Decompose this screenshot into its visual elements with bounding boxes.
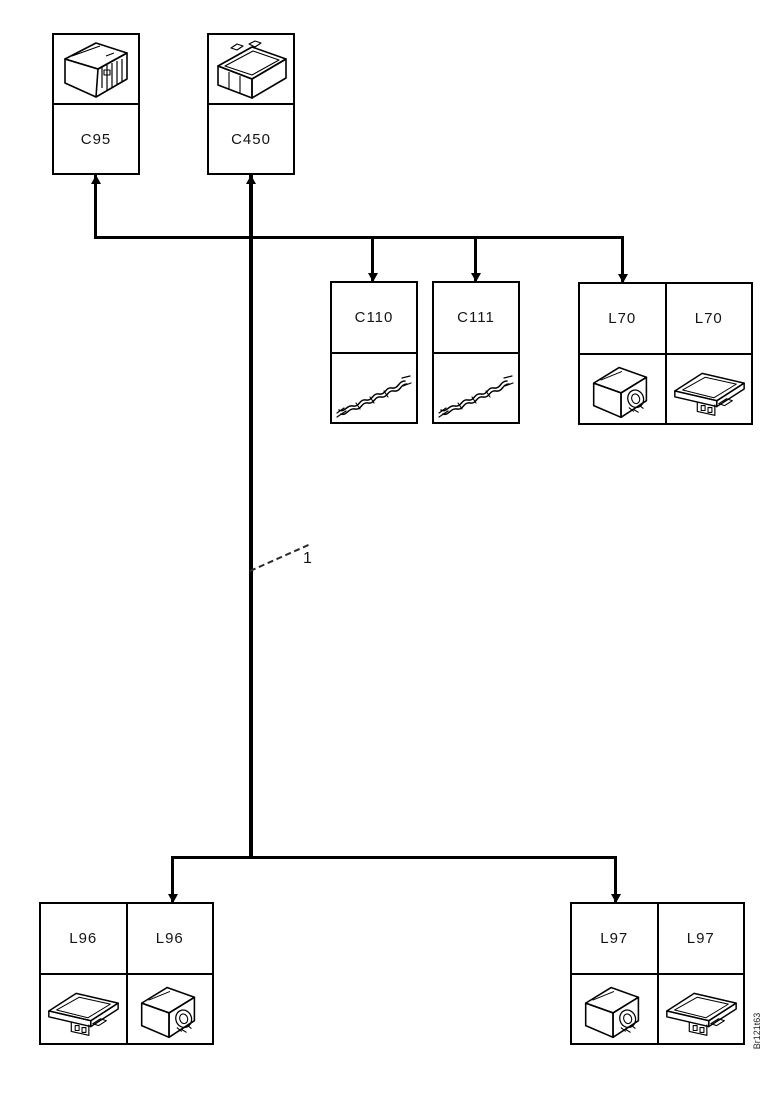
c110-image-cell: [332, 354, 416, 423]
wire-l70-drop: [621, 238, 624, 283]
l70-left-label-cell: L70: [580, 284, 665, 355]
l70-right-label-cell: L70: [666, 284, 751, 355]
lamp-bracket-icon: [41, 975, 126, 1044]
c450-image-cell: [209, 35, 293, 105]
lamp-unit-icon: [580, 355, 665, 424]
wire-bottom-bus: [171, 856, 617, 859]
arrow-into-c110-icon: [368, 273, 378, 282]
l70-left-column: L70: [580, 284, 665, 423]
l96-left-image-cell: [41, 975, 126, 1044]
callout-leader-line: [249, 544, 309, 572]
l96-right-column: L96: [125, 904, 213, 1044]
component-label-l70: L70: [608, 309, 637, 327]
wire-c111-drop: [474, 238, 477, 282]
l97-right-column: L97: [656, 904, 744, 1044]
l70-right-image-cell: [667, 355, 752, 424]
wire-c110-drop: [371, 238, 374, 282]
arrow-into-l97-icon: [611, 894, 621, 903]
lamp-unit-icon: [572, 975, 657, 1044]
component-box-l70: L70 L70: [578, 282, 753, 425]
lamp-bracket-icon: [659, 975, 744, 1044]
connector-block-icon: [209, 35, 293, 103]
l97-right-label-cell: L97: [658, 904, 743, 975]
wire-splice-icon: [332, 354, 416, 423]
l96-right-image-cell: [128, 975, 213, 1044]
l97-left-column: L97: [572, 904, 657, 1043]
l97-right-image-cell: [659, 975, 744, 1044]
component-label-l70: L70: [694, 309, 723, 327]
c111-label-cell: C111: [434, 283, 518, 354]
l70-left-image-cell: [580, 355, 665, 424]
l96-left-column: L96: [41, 904, 126, 1043]
wire-top-bus: [94, 236, 624, 239]
component-box-c111: C111: [432, 281, 520, 424]
l96-right-label-cell: L96: [127, 904, 212, 975]
lamp-unit-icon: [128, 975, 213, 1044]
component-label-l97: L97: [686, 929, 715, 947]
wire-splice-icon: [434, 354, 518, 423]
component-label-c111: C111: [457, 308, 495, 326]
arrow-into-l70-icon: [618, 274, 628, 283]
component-label-l96: L96: [155, 929, 184, 947]
connector-block-icon: [54, 35, 138, 103]
arrow-into-c450-icon: [246, 175, 256, 184]
component-label-l96: L96: [69, 929, 98, 947]
callout-number: 1: [303, 550, 312, 567]
arrow-into-c111-icon: [471, 273, 481, 282]
component-label-c95: C95: [80, 130, 112, 148]
c110-label-cell: C110: [332, 283, 416, 354]
c95-image-cell: [54, 35, 138, 105]
l70-right-column: L70: [664, 284, 752, 424]
c450-label-cell: C450: [209, 105, 293, 173]
c111-image-cell: [434, 354, 518, 423]
wire-l97-drop: [614, 857, 617, 903]
component-box-l96: L96 L96: [39, 902, 214, 1045]
component-label-c450: C450: [231, 130, 271, 148]
wire-c95-drop: [94, 175, 97, 238]
arrow-into-l96-icon: [168, 894, 178, 903]
l96-left-label-cell: L96: [41, 904, 126, 975]
arrow-into-c95-icon: [91, 175, 101, 184]
wire-main-vertical: [249, 175, 253, 858]
lamp-bracket-icon: [667, 355, 752, 424]
drawing-id: Br121t63: [752, 1012, 762, 1050]
component-box-c110: C110: [330, 281, 418, 424]
component-label-l97: L97: [600, 929, 629, 947]
component-box-c450: C450: [207, 33, 295, 175]
l97-left-label-cell: L97: [572, 904, 657, 975]
component-box-c95: C95: [52, 33, 140, 175]
component-label-c110: C110: [354, 308, 394, 326]
component-box-l97: L97 L97: [570, 902, 745, 1045]
l97-left-image-cell: [572, 975, 657, 1044]
c95-label-cell: C95: [54, 105, 138, 173]
wire-l96-drop: [171, 857, 174, 903]
